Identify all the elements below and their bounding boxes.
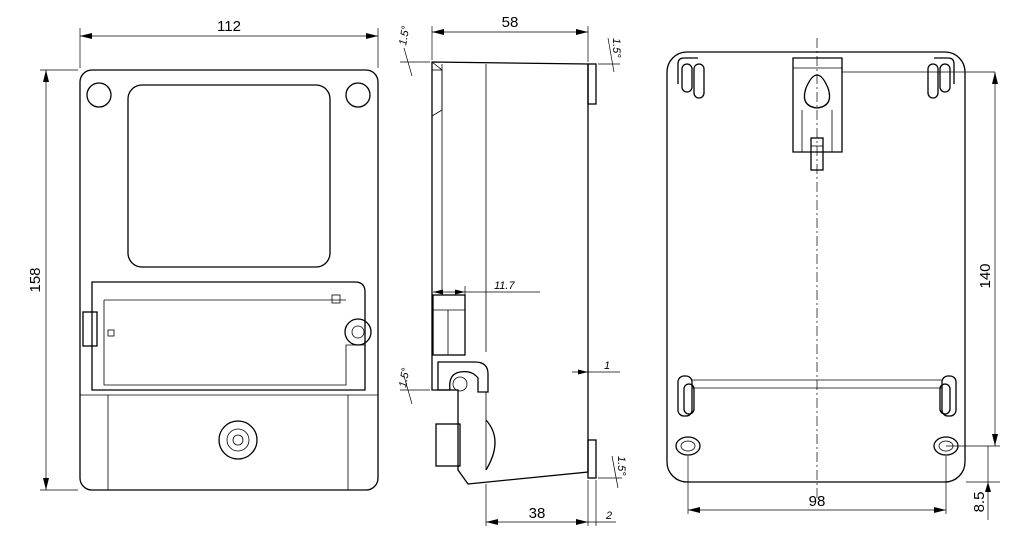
back-view: 140 8.5 98 bbox=[666, 38, 1000, 520]
back-body-outline bbox=[666, 51, 966, 483]
terminal-cover bbox=[91, 281, 366, 391]
dim-front-height: 158 bbox=[27, 267, 44, 292]
dim-side-offset: 2 bbox=[605, 510, 612, 522]
seal-screw bbox=[344, 318, 372, 346]
dim-side-depth: 58 bbox=[502, 14, 519, 31]
angle-top-right: 1.5° bbox=[610, 38, 622, 58]
angle-bottom-right: 1.5° bbox=[615, 456, 627, 476]
display-window bbox=[127, 84, 331, 268]
hanging-bracket bbox=[792, 57, 843, 153]
side-cover-clip bbox=[437, 361, 489, 393]
slot-top-left bbox=[693, 63, 705, 99]
side-view: 58 38 2 11.7 1 1.5° 1.5° 1.5° bbox=[397, 14, 627, 526]
seal-marker bbox=[331, 294, 341, 304]
slot-bottom-left bbox=[683, 383, 695, 415]
dim-terminal-depth: 11.7 bbox=[494, 280, 515, 292]
slot-top-right bbox=[927, 63, 939, 99]
angle-top-left: 1.5° bbox=[397, 24, 412, 46]
dim-back-bottom-offset: 8.5 bbox=[971, 492, 988, 513]
front-view: 112 158 bbox=[27, 18, 379, 491]
bottom-fixing-screw bbox=[218, 420, 258, 460]
side-front-lip bbox=[587, 63, 597, 105]
side-bottom-screw bbox=[435, 423, 461, 467]
side-body-outline bbox=[431, 61, 589, 485]
angle-mid-left: 1.5° bbox=[397, 366, 412, 388]
hanging-hole bbox=[803, 74, 831, 109]
front-screw-hole-left bbox=[86, 82, 112, 108]
bracket-tab bbox=[810, 137, 824, 171]
dim-front-width: 112 bbox=[217, 18, 241, 35]
mount-hole-left bbox=[675, 436, 701, 456]
slot-bottom-right bbox=[939, 383, 951, 415]
dim-side-sub-depth: 38 bbox=[529, 505, 546, 522]
cover-latch bbox=[82, 311, 98, 347]
dim-rib-step: 1 bbox=[604, 360, 610, 372]
dim-back-mount-width: 98 bbox=[809, 493, 826, 510]
dim-back-mount-height: 140 bbox=[977, 263, 994, 288]
front-body-outline bbox=[79, 69, 379, 491]
side-terminal-block bbox=[432, 294, 466, 356]
front-screw-hole-right bbox=[345, 82, 371, 108]
